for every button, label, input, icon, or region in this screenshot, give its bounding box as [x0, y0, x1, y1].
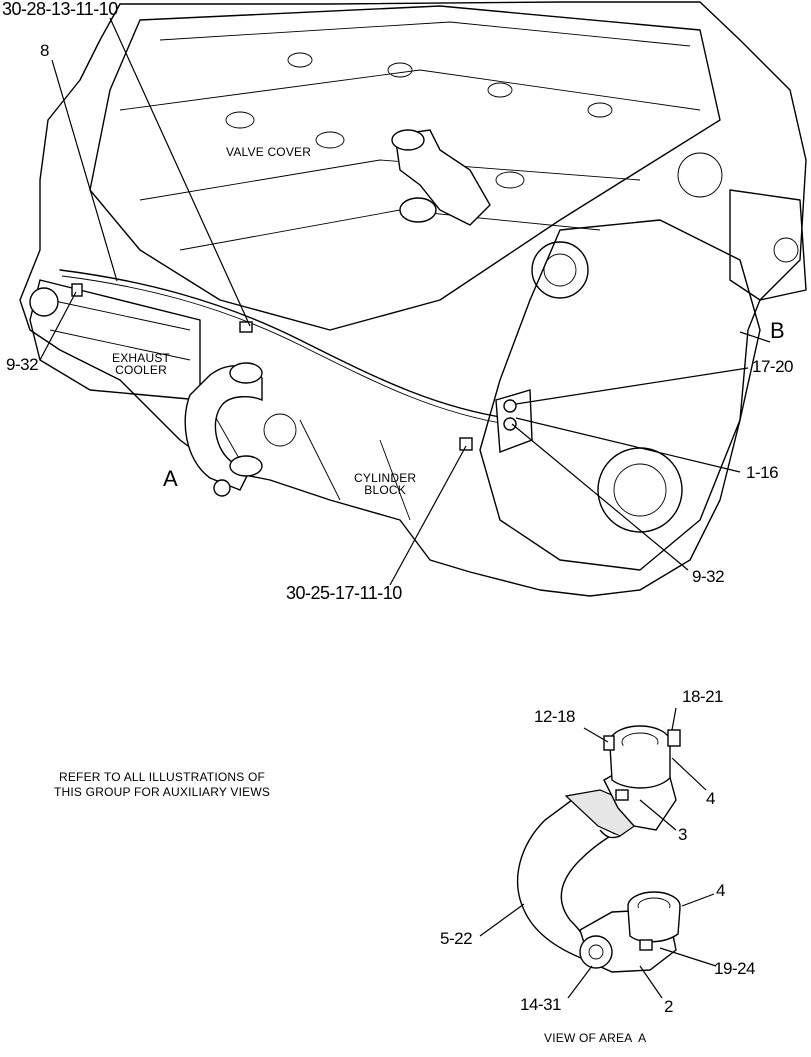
callout-17-20: 17-20: [752, 357, 793, 376]
callout-4-bottom: 4: [716, 881, 725, 900]
callout-19-24: 19-24: [714, 959, 755, 978]
callout-9-32-right: 9-32: [692, 567, 725, 586]
callout-9-32-left: 9-32: [6, 355, 39, 374]
leader-lines-upper: [39, 17, 771, 586]
valve-cover-label: VALVE COVER: [226, 145, 312, 159]
callout-5-22: 5-22: [440, 929, 473, 948]
callout-12-18: 12-18: [534, 707, 575, 726]
callout-18-21: 18-21: [682, 687, 723, 706]
leader-lines-detail: [479, 707, 717, 999]
engine-illustration: [19, 1, 807, 597]
cylinder-block-label: CYLINDER BLOCK: [354, 471, 417, 497]
exhaust-cooler-label: EXHAUST COOLER: [112, 351, 171, 377]
callout-1-16: 1-16: [746, 463, 779, 482]
callout-2: 2: [664, 997, 673, 1016]
auxiliary-views-note: REFER TO ALL ILLUSTRATIONS OF THIS GROUP…: [54, 770, 271, 799]
ref-label-top: 30-28-13-11-10: [2, 0, 118, 19]
callout-3: 3: [678, 825, 687, 844]
ref-label-bottom: 30-25-17-11-10: [286, 583, 402, 603]
callout-8: 8: [40, 41, 49, 60]
area-b-marker: B: [770, 318, 785, 343]
area-a-marker: A: [163, 466, 178, 491]
detail-area-a: [517, 725, 681, 973]
view-caption: VIEW OF AREA A: [544, 1031, 647, 1045]
callout-4-top: 4: [706, 789, 715, 808]
callout-14-31: 14-31: [520, 995, 561, 1014]
